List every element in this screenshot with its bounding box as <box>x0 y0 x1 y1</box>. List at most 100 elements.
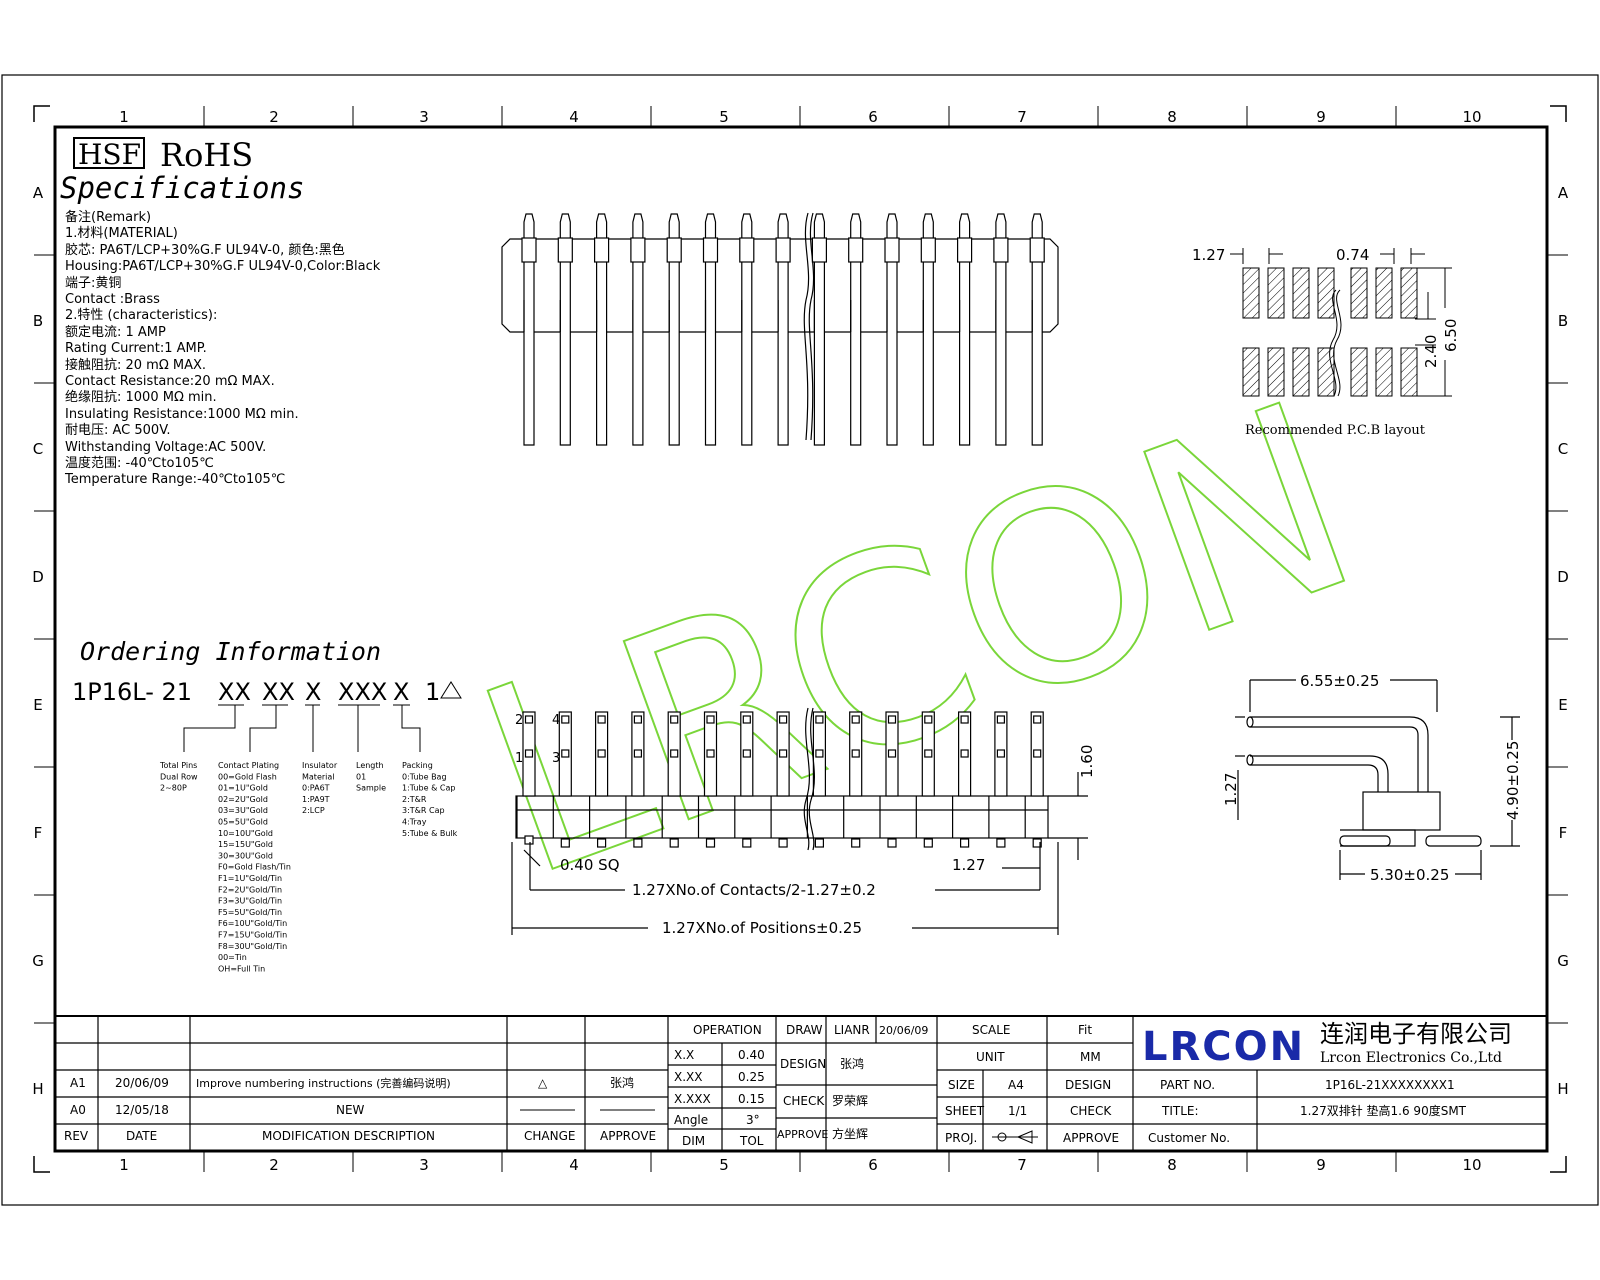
note-line: F5=5U"Gold/Tin <box>218 908 282 917</box>
svg-text:张鸿: 张鸿 <box>610 1076 634 1090</box>
pin <box>806 711 827 848</box>
pcb-dim-pitch: 1.27 <box>1192 246 1225 264</box>
row-label: D <box>32 568 44 586</box>
pin <box>915 711 935 848</box>
spec-line: Housing:PA6T/LCP+30%G.F UL94V-0,Color:Bl… <box>65 259 381 275</box>
row-label: H <box>32 1080 43 1098</box>
note-line: 01=1U"Gold <box>218 784 268 793</box>
note-line: OH=Full Tin <box>218 964 265 973</box>
front-label-3: 3 <box>552 751 560 766</box>
row-label: C <box>1558 440 1568 458</box>
pcb-pad <box>1350 347 1368 397</box>
column-labels: 1 2 3 4 5 6 7 8 9 10 1 2 3 4 5 6 7 8 9 1… <box>119 108 1481 1174</box>
note-line: 10=10U"Gold <box>218 829 273 838</box>
svg-text:1: 1 <box>425 678 440 706</box>
pin <box>811 213 828 446</box>
company-en: Lrcon Electronics Co.,Ltd <box>1320 1050 1502 1066</box>
col-label: 2 <box>269 108 279 126</box>
spec-line: Contact :Brass <box>65 292 160 307</box>
col-label: 1 <box>119 108 129 126</box>
outer-border <box>1 74 1599 1206</box>
spec-line: 1.材料(MATERIAL) <box>65 226 178 242</box>
spec-line: 胶芯: PA6T/LCP+30%G.F UL94V-0, 颜色:黑色 <box>65 242 345 258</box>
svg-text:NEW: NEW <box>336 1103 365 1117</box>
pin <box>588 711 609 848</box>
row-label: G <box>32 952 44 970</box>
note-line: 2:T&R <box>402 795 427 804</box>
front-dim-contacts: 1.27XNo.of Contacts/2-1.27±0.2 <box>632 881 876 899</box>
company-logo: LRCON <box>1142 1024 1305 1070</box>
svg-text:1P16L-21XXXXXXXX1: 1P16L-21XXXXXXXX1 <box>1325 1078 1455 1092</box>
note-line: 30=30U"Gold <box>218 851 273 860</box>
row-label: B <box>33 312 43 330</box>
side-dim-length: 6.55±0.25 <box>1300 672 1379 690</box>
pcb-dim-gap: 2.40 <box>1422 335 1440 368</box>
svg-text:X: X <box>305 678 321 706</box>
row-label: C <box>33 440 43 458</box>
col-label: 7 <box>1017 108 1027 126</box>
front-dim-pitch: 1.27 <box>952 856 985 874</box>
pin <box>661 711 681 848</box>
note-line: F6=10U"Gold/Tin <box>218 919 287 928</box>
col-label: 3 <box>419 108 429 126</box>
note-line: 5:Tube & Bulk <box>402 829 458 838</box>
spec-line: 2.特性 (characteristics): <box>65 308 218 324</box>
pin <box>521 213 537 446</box>
svg-text:DESIGN: DESIGN <box>1065 1078 1111 1092</box>
ordering-code: 1P16L- 21 XX XX X XXX X 1 <box>72 678 440 706</box>
spec-line: 绝缘阻抗: 1000 MΩ min. <box>65 390 217 406</box>
pin <box>516 711 536 845</box>
note-line: 03=3U"Gold <box>218 806 268 815</box>
note-line: 02=2U"Gold <box>218 795 268 804</box>
note-line: 00=Gold Flash <box>218 772 277 781</box>
front-label-2: 2 <box>515 713 523 728</box>
spec-line: 备注(Remark) <box>65 210 152 225</box>
pcb-pad <box>1375 347 1393 397</box>
hsf-box <box>73 137 145 169</box>
svg-text:0.15: 0.15 <box>738 1092 765 1106</box>
note-line: F8=30U"Gold/Tin <box>218 942 287 951</box>
pin <box>630 213 646 446</box>
pcb-dim-total: 6.50 <box>1442 319 1460 352</box>
svg-text:OPERATION: OPERATION <box>693 1023 762 1037</box>
note-line: 0:Tube Bag <box>402 772 447 781</box>
title-block <box>55 1015 1547 1151</box>
pin <box>956 213 973 446</box>
note-line: F2=2U"Gold/Tin <box>218 885 282 894</box>
note-line: 00=Tin <box>218 953 247 962</box>
svg-text:0.40: 0.40 <box>738 1048 765 1062</box>
row-label: A <box>33 184 44 202</box>
svg-text:SIZE: SIZE <box>948 1078 975 1092</box>
top-view <box>501 212 1059 446</box>
corner-marks <box>33 105 1567 1173</box>
svg-text:A0: A0 <box>70 1103 86 1117</box>
svg-text:1.27双排针 垫高1.6 90度SMT: 1.27双排针 垫高1.6 90度SMT <box>1300 1103 1467 1118</box>
row-label: D <box>1557 568 1569 586</box>
note-line: 2~80P <box>160 784 187 793</box>
svg-text:APPROVE: APPROVE <box>1063 1131 1119 1145</box>
pin <box>770 711 790 848</box>
spec-line: Contact Resistance:20 mΩ MAX. <box>65 374 275 389</box>
pcb-pad <box>1242 347 1260 397</box>
front-label-1: 1 <box>515 751 523 766</box>
spec-line: 耐电压: AC 500V. <box>65 423 171 439</box>
pin <box>552 711 572 848</box>
pin <box>697 711 718 848</box>
note-line: Contact Plating <box>218 761 279 770</box>
pin <box>879 711 899 848</box>
pcb-pad <box>1317 267 1335 319</box>
svg-text:XXX: XXX <box>338 678 387 706</box>
svg-text:A4: A4 <box>1008 1078 1024 1092</box>
col-label: 3 <box>419 1156 429 1174</box>
pin <box>739 213 755 446</box>
svg-text:SCALE: SCALE <box>972 1023 1010 1037</box>
col-label: 10 <box>1462 1156 1481 1174</box>
svg-text:PROJ.: PROJ. <box>945 1131 977 1145</box>
spec-line: 温度范围: -40℃to105℃ <box>65 456 214 471</box>
pcb-pad <box>1350 267 1368 319</box>
pin <box>951 711 972 848</box>
svg-text:方坐辉: 方坐辉 <box>832 1126 868 1141</box>
svg-text:DATE: DATE <box>126 1129 157 1143</box>
svg-text:Angle: Angle <box>674 1113 708 1127</box>
